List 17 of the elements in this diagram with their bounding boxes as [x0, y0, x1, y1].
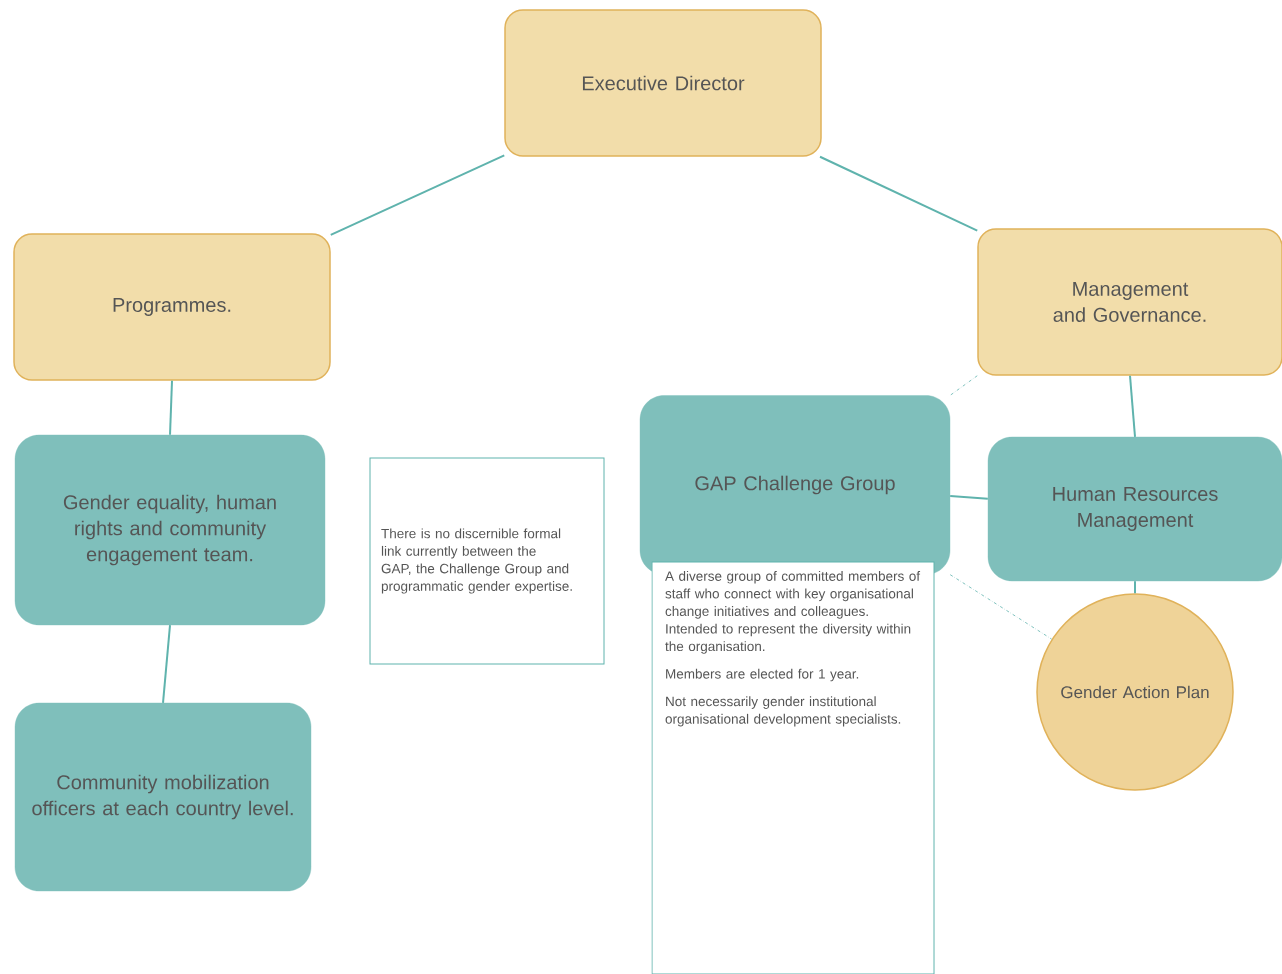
org-box: Management and Governance.	[977, 228, 1282, 376]
connector	[329, 154, 506, 236]
connector	[169, 379, 173, 436]
connector	[949, 574, 1053, 640]
description-box: A diverse group of committed members of staff who connect with key organisational change initiatives and colleagues. Intended to represent the diversity within the organisation. Members are elected for 1 year. Not necessarily gender institutional organisational development specialists.	[651, 561, 935, 974]
org-box: Programmes.	[13, 233, 331, 381]
note-box: There is no discernible formal link currently between the GAP, the Challenge Group and programmatic gender expertise.	[369, 457, 605, 665]
connector	[162, 624, 171, 704]
connector	[949, 375, 978, 396]
connector	[1134, 580, 1136, 595]
team-box: Community mobilization officers at each country level.	[14, 702, 312, 892]
org-box: Executive Director	[504, 9, 822, 157]
connector	[1129, 374, 1136, 438]
connector	[819, 155, 979, 232]
team-box: Human Resources Management	[987, 436, 1282, 582]
connector	[949, 494, 989, 500]
team-box: Gender equality, human rights and community engagement team.	[14, 434, 326, 626]
